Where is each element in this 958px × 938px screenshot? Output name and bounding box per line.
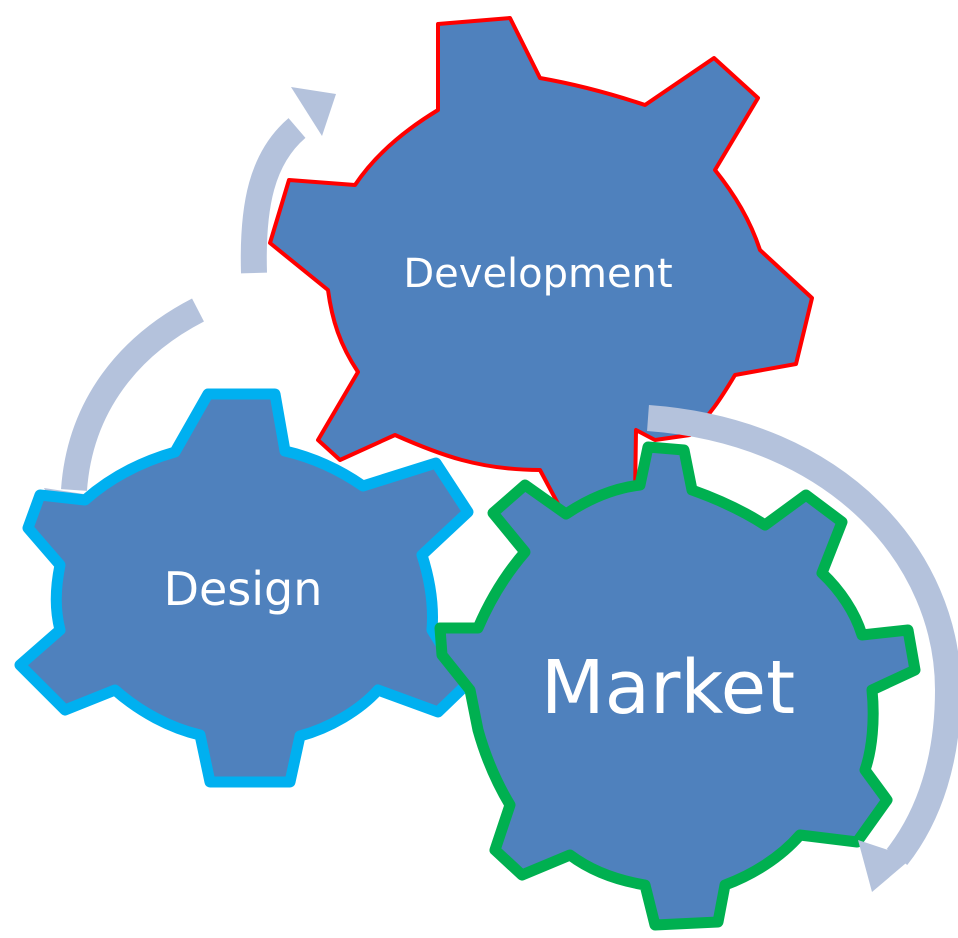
arrow-shaft-down — [61, 298, 205, 492]
market-label: Market — [541, 645, 795, 731]
arrow-around-market — [647, 405, 958, 892]
market-gear-shape — [434, 441, 921, 931]
arrow-up-to-development — [240, 87, 336, 274]
development-label: Development — [403, 251, 672, 297]
arrow-shaft-right — [647, 405, 958, 866]
arrow-head-right — [858, 840, 912, 892]
design-label: Design — [164, 562, 323, 616]
arrow-head-up — [291, 87, 336, 136]
arrow-shaft-up — [240, 118, 306, 274]
design-gear: Design — [14, 388, 474, 788]
design-gear-shape — [14, 388, 474, 788]
development-gear: Development — [268, 16, 814, 532]
market-gear: Market — [434, 441, 921, 931]
